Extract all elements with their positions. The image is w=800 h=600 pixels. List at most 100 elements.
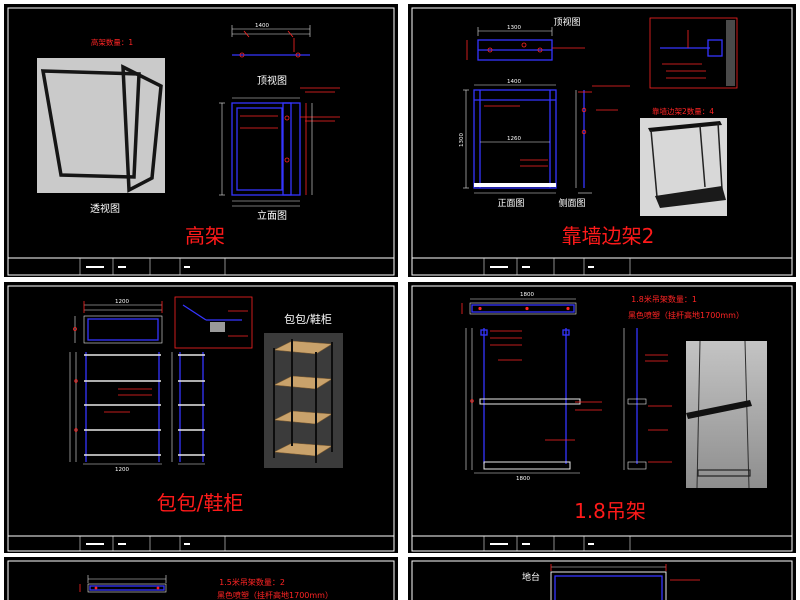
shelf-board-section	[210, 322, 225, 332]
dimension-tick-red	[287, 30, 294, 38]
platform-label: 地台	[522, 571, 540, 583]
top-frame	[87, 318, 159, 341]
top-view-label: 顶视图	[553, 16, 580, 28]
dimension-text: 1400	[255, 23, 269, 29]
quantity-note: 1.8米吊架数量：1	[631, 294, 697, 304]
sheet-bag-shoe-cabinet: 1200	[4, 282, 398, 553]
dimension-text: 1200	[115, 299, 129, 305]
sheet-wall-rack-2: 1300 顶视图 1400	[408, 4, 796, 277]
title-block	[8, 257, 394, 275]
render-background	[37, 58, 165, 193]
joint-marker	[74, 428, 78, 432]
title-block-mark	[118, 543, 126, 545]
base-bar	[474, 183, 556, 187]
quantity-note: 1.5米吊架数量：2	[219, 577, 285, 587]
side-view-drawing	[623, 328, 672, 470]
inner-panel	[236, 107, 283, 191]
joint-marker	[478, 306, 482, 311]
joint-marker	[284, 157, 290, 163]
joint-marker	[284, 115, 290, 121]
front-view-drawing: 1400 1260 1300	[459, 79, 557, 194]
top-view-drawing: 1200	[73, 299, 163, 344]
title-block-mark	[522, 543, 530, 545]
title-block	[8, 535, 394, 551]
sheet-border	[7, 7, 395, 276]
joint-marker	[94, 586, 98, 590]
hanging-bar	[686, 400, 752, 419]
dimension-tick-red	[243, 30, 250, 38]
dimension-text: 1300	[507, 25, 521, 31]
top-bar	[89, 585, 165, 591]
title-block	[412, 257, 792, 275]
top-view-drawing: 1300	[466, 25, 585, 61]
wall-section	[726, 20, 735, 86]
wall-rail	[648, 121, 722, 132]
detail-box	[174, 296, 253, 349]
detail-box	[649, 17, 738, 89]
top-view-drawing	[79, 575, 167, 593]
sheet-border	[411, 560, 793, 600]
hanging-rod	[744, 340, 750, 489]
bracket-diagonal	[182, 304, 207, 321]
sheet-platform: 地台	[408, 557, 796, 600]
dimension-text: 1800	[520, 292, 534, 298]
title-block-mark	[86, 543, 104, 545]
joint-marker	[521, 42, 527, 48]
ceiling-fixing	[480, 329, 488, 336]
dimension-text: 1260	[507, 136, 521, 142]
front-view-drawing: 1800	[465, 328, 602, 482]
sheet-title: 包包/鞋柜	[157, 491, 244, 515]
joint-marker	[487, 47, 493, 53]
title-block-mark	[588, 543, 594, 545]
joint-marker	[239, 52, 245, 58]
dimension-text: 1800	[516, 476, 530, 482]
title-block-mark	[490, 543, 508, 545]
title-block-mark	[490, 266, 508, 268]
joint-marker	[156, 586, 160, 590]
platform-outline	[550, 571, 667, 600]
hanging-bar-section	[627, 398, 647, 405]
wall-bracket	[707, 39, 723, 57]
top-view-label: 顶视图	[257, 74, 287, 87]
sheet-hanger-1-8: 1800 1.8米吊架数量：1 黑色喷塑（挂杆高地1700mm）	[408, 282, 796, 553]
elevation-label: 立面图	[257, 209, 287, 222]
front-view-drawing: 1200	[69, 352, 162, 473]
outer-frame	[473, 89, 557, 189]
dimension-text: 1300	[459, 133, 465, 147]
finish-note: 黑色喷塑（挂杆高地1700mm）	[628, 310, 744, 320]
sheet-title: 靠墙边架2	[562, 224, 655, 248]
elevation-drawing	[219, 87, 340, 207]
quantity-note: 高架数量：1	[91, 37, 133, 47]
title-block-mark	[184, 543, 190, 545]
base-section	[627, 461, 647, 470]
joint-marker	[74, 379, 78, 383]
top-view-drawing: 1800	[461, 292, 577, 315]
sheet-high-rack: 高架数量：1 透视图 1400 顶视图	[4, 4, 398, 277]
render-caption: 包包/鞋柜	[284, 312, 332, 326]
wall-mount-detail	[649, 17, 738, 89]
joint-marker	[73, 327, 77, 331]
rack-frame-front	[40, 69, 141, 179]
sheet-border	[411, 7, 793, 276]
perspective-render	[640, 118, 727, 216]
sheet-title: 高架	[185, 224, 225, 248]
title-block-mark	[184, 266, 190, 268]
top-bar	[471, 304, 575, 313]
platform-inner-frame	[554, 575, 663, 600]
rack-frame-swing	[121, 64, 163, 193]
joint-marker	[581, 107, 587, 113]
top-outline	[87, 583, 167, 593]
joint-marker	[537, 47, 543, 53]
sheet-background	[408, 557, 796, 600]
front-view-label: 正面图	[497, 198, 524, 209]
top-view-drawing: 1400	[231, 23, 311, 58]
hanging-post	[699, 125, 706, 188]
sheet-title: 1.8吊架	[574, 499, 646, 523]
quantity-note: 靠墙边架2数量：4	[652, 106, 714, 116]
dimension-text: 1400	[507, 79, 521, 85]
hanging-bar	[479, 398, 581, 405]
top-outline	[469, 302, 577, 315]
title-block	[412, 535, 792, 551]
platform-drawing	[550, 564, 700, 600]
